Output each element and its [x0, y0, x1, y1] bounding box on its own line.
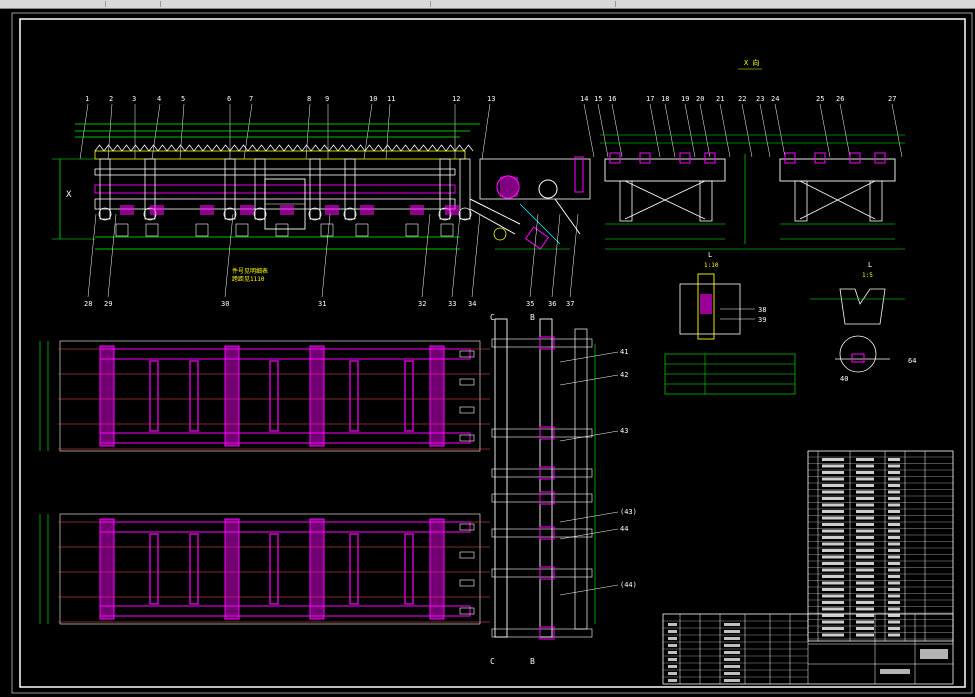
section-markers: C B C B [490, 313, 535, 666]
view-x-title: X 向 [744, 58, 759, 67]
view-b-top: B [530, 313, 535, 322]
part-number-11: 11 [387, 95, 395, 103]
outer-frame [11, 12, 973, 694]
part-number-2: 2 [109, 95, 113, 103]
view-c-top: C [490, 313, 495, 322]
part-number-30: 30 [221, 300, 229, 308]
section-detail-m: L 1:5 40 64 [810, 261, 916, 383]
part-number-7: 7 [249, 95, 253, 103]
section-detail-l: L 1:10 38 39 [664, 251, 796, 395]
section-l-scale: 1:10 [704, 262, 719, 269]
part-number-14: 14 [580, 95, 588, 103]
plan-end-frame: 41 42 43 (43) 44 (44) [491, 318, 637, 640]
part-number-22: 22 [738, 95, 746, 103]
part-39: 39 [758, 316, 766, 324]
part-number-42: 42 [620, 371, 628, 379]
view-x-side: X 向 14 15 16 17 18 19 20 21 22 23 24 25 26 27 [580, 58, 905, 250]
part-number-23: 23 [756, 95, 764, 103]
toolbar-separator [615, 1, 616, 7]
part-number-43: (43) [620, 508, 637, 516]
part-number-24: 24 [771, 95, 779, 103]
part-number-33: 33 [448, 300, 456, 308]
view-b-bottom: B [530, 657, 535, 666]
section-m-scale: 1:5 [862, 272, 873, 279]
part-number-5: 5 [181, 95, 185, 103]
drive-mechanism [469, 156, 591, 250]
section-x-marker: X [66, 190, 72, 200]
title-block [662, 613, 954, 685]
part-number-3: 3 [132, 95, 136, 103]
part-64: 64 [908, 357, 916, 365]
part-number-17: 17 [646, 95, 654, 103]
plan-view-upper [39, 340, 490, 452]
part-number-8: 8 [307, 95, 311, 103]
section-m-label: L [868, 261, 872, 269]
part-number-18: 18 [661, 95, 669, 103]
part-number-9: 9 [325, 95, 329, 103]
part-number-31: 31 [318, 300, 326, 308]
part-number-21: 21 [716, 95, 724, 103]
part-number-12: 12 [452, 95, 460, 103]
bottom-part-numbers: 28 29 30 31 32 33 34 35 36 37 [84, 213, 579, 308]
section-l-label: L [708, 251, 712, 259]
note-line-2: 跨距见1110 [232, 275, 265, 283]
part-number-44: (44) [620, 581, 637, 589]
part-number-28: 28 [84, 300, 92, 308]
toolbar-separator [160, 1, 161, 7]
plan-view-lower [39, 513, 490, 625]
part-number-36: 36 [548, 300, 556, 308]
note-line-1: 件号见明细表 [232, 267, 268, 275]
part-number-15: 15 [594, 95, 602, 103]
part-number-34: 34 [468, 300, 476, 308]
part-number-43: 43 [620, 427, 628, 435]
part-number-37: 37 [566, 300, 574, 308]
part-number-25: 25 [816, 95, 824, 103]
part-number-19: 19 [681, 95, 689, 103]
toolbar-separator [430, 1, 431, 7]
part-number-35: 35 [526, 300, 534, 308]
view-c-bottom: C [490, 657, 495, 666]
part-number-1: 1 [85, 95, 89, 103]
part-38: 38 [758, 306, 766, 314]
part-number-29: 29 [104, 300, 112, 308]
part-number-16: 16 [608, 95, 616, 103]
part-number-26: 26 [836, 95, 844, 103]
part-number-27: 27 [888, 95, 896, 103]
part-number-20: 20 [696, 95, 704, 103]
part-number-41: 41 [620, 348, 628, 356]
drawing-frame [19, 18, 966, 688]
part-40: 40 [840, 375, 848, 383]
parts-list-table [807, 450, 954, 642]
part-number-4: 4 [157, 95, 161, 103]
part-number-10: 10 [369, 95, 377, 103]
part-number-32: 32 [418, 300, 426, 308]
app-toolbar-strip [0, 0, 975, 9]
part-number-13: 13 [487, 95, 495, 103]
toolbar-separator [105, 1, 106, 7]
part-number-6: 6 [227, 95, 231, 103]
part-number-44: 44 [620, 525, 628, 533]
